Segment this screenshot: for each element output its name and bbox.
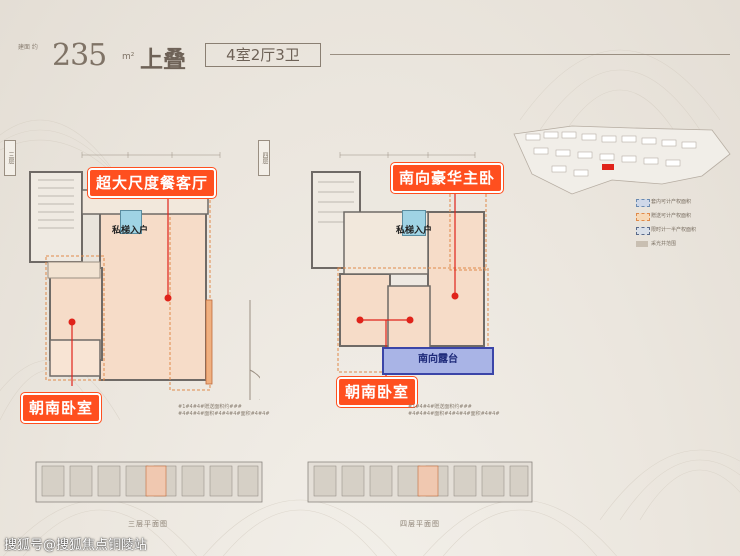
elevator-right: [402, 210, 426, 236]
callout-living-dining: 超大尺度餐客厅: [88, 168, 217, 198]
caption-3f: 三层平面图: [128, 520, 168, 528]
elevator-left: [120, 210, 142, 234]
watermark: 搜狐号@搜狐焦点铜陵站: [4, 538, 148, 553]
callout-bedroom-left: 朝南卧室: [21, 393, 102, 423]
elevator-label-right: 私梯入户: [396, 226, 433, 236]
legend-item: 限时计一半产权面积: [636, 224, 728, 236]
callout-bedroom-right: 朝南卧室: [337, 377, 418, 407]
header-rule: [330, 54, 730, 55]
legend-item: 赠送可计产权面积: [636, 210, 728, 222]
site-map-thumbnail: [513, 125, 731, 195]
floor-tab-left: 三层: [4, 140, 16, 176]
plan-note-left: #1#4#4#赠送面积约### #4#4#4#面积#4#4#4#面积#4#4#: [178, 404, 270, 417]
layout-badge: 4室2厅3卫: [205, 43, 321, 67]
building-plan-thumbnail-right: [307, 461, 533, 503]
floor-tab-right: 四层: [258, 140, 270, 176]
legend-label: 套内可计产权面积: [651, 199, 692, 205]
area-unit: m²: [122, 52, 135, 62]
plan-note-right: #1#4#4#赠送面积约### #4#4#4#面积#4#4#4#面积#4#4#: [408, 404, 500, 417]
legend-label: 赠送可计产权面积: [651, 213, 692, 219]
legend-item: 采光井范围: [636, 238, 728, 250]
area-prefix-label: 建面 约: [18, 44, 38, 51]
legend-item: 套内可计产权面积: [636, 196, 728, 208]
legend-swatch: [636, 227, 650, 235]
building-plan-thumbnail-left: [35, 461, 263, 503]
legend-swatch: [636, 213, 650, 221]
legend-swatch: [636, 241, 648, 247]
legend-swatch: [636, 199, 650, 207]
callout-master-bedroom: 南向豪华主卧: [391, 163, 504, 193]
legend-label: 限时计一半产权面积: [651, 227, 697, 233]
unit-type: 上叠: [140, 46, 186, 73]
south-terrace: 南向露台: [382, 347, 494, 375]
area-value: 235: [52, 38, 107, 73]
caption-4f: 四层平面图: [400, 520, 440, 528]
elevator-label-left: 私梯入户: [112, 226, 149, 236]
legend-label: 采光井范围: [651, 241, 677, 247]
